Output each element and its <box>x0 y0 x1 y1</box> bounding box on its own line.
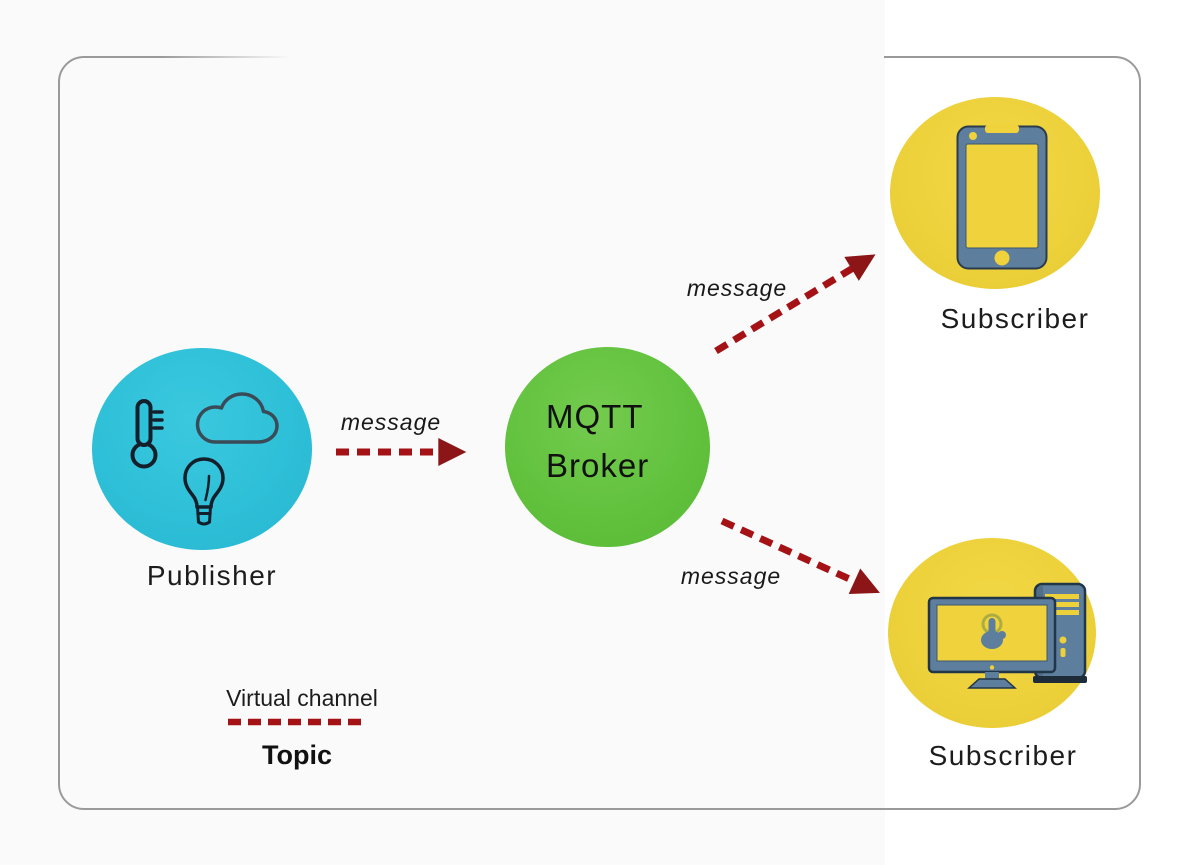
broker-label: MQTT Broker <box>546 392 649 490</box>
legend-caption: Topic <box>262 740 332 770</box>
message-label-publisher-to-broker: message <box>340 409 442 435</box>
smartphone-icon <box>956 125 1048 270</box>
broker-label-line1: MQTT <box>546 398 644 435</box>
legend-title: Virtual channel <box>226 685 378 711</box>
publisher-node <box>92 348 312 550</box>
broker-label-line2: Broker <box>546 447 650 484</box>
subscriber-top-node <box>890 97 1100 289</box>
message-label-broker-to-subscriber-bottom: message <box>680 563 782 589</box>
lightbulb-icon <box>183 457 225 526</box>
subscriber-bottom-label: Subscriber <box>928 740 1078 771</box>
thermometer-icon <box>130 399 164 469</box>
desktop-computer-icon <box>927 582 1087 689</box>
cloud-icon <box>195 392 279 444</box>
broker-node <box>505 347 710 547</box>
message-label-broker-to-subscriber-top: message <box>686 275 788 301</box>
publisher-label: Publisher <box>146 560 278 591</box>
subscriber-bottom-node <box>888 538 1096 728</box>
subscriber-top-label: Subscriber <box>940 303 1090 334</box>
border-fade-artifact <box>160 54 884 60</box>
